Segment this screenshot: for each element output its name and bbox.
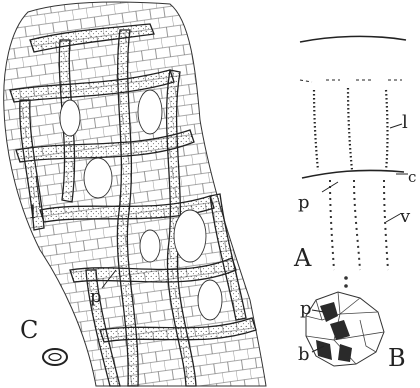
leader-l-a bbox=[390, 124, 402, 128]
panel-a-letter: A bbox=[294, 246, 311, 270]
panel-c-label-p: p bbox=[90, 288, 102, 306]
panel-a-label-v: v bbox=[400, 208, 410, 226]
leader-v-a bbox=[386, 214, 400, 222]
panel-b-label-p: p bbox=[300, 300, 312, 318]
arc-line bbox=[300, 36, 406, 42]
panel-c-letter: C bbox=[20, 318, 38, 342]
spore-icon bbox=[43, 349, 67, 365]
panel-b-drawing bbox=[306, 292, 384, 366]
panel-b-label-b: b bbox=[298, 346, 310, 364]
panel-a-drawing bbox=[300, 36, 408, 287]
panel-a-label-l: l bbox=[402, 114, 408, 132]
panel-c-drawing bbox=[4, 2, 266, 386]
panel-a-label-p: p bbox=[298, 194, 310, 212]
cell-boundary-line bbox=[302, 170, 404, 178]
panel-b-letter: B bbox=[388, 346, 406, 370]
panel-a-label-c: c bbox=[408, 170, 416, 185]
panel-c-label-l: l bbox=[30, 204, 36, 222]
leader-p-a bbox=[322, 182, 338, 192]
